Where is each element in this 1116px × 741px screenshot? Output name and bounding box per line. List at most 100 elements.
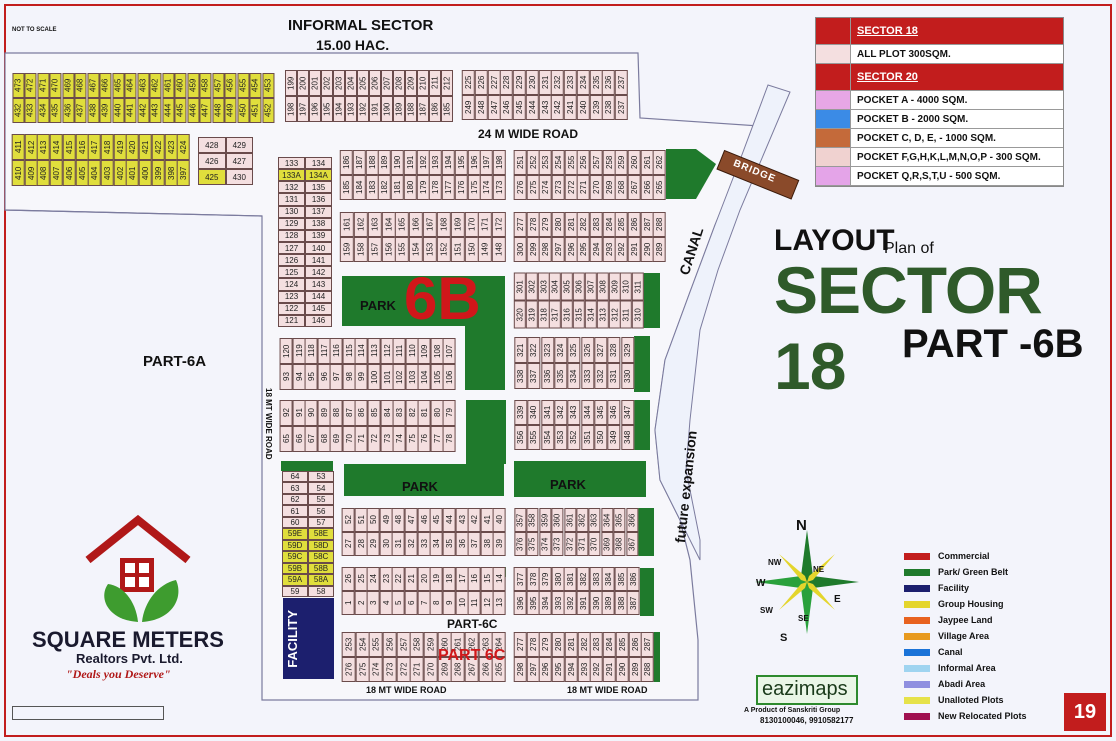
- plot-365: 365: [613, 508, 626, 532]
- plot-139: 139: [305, 229, 332, 242]
- plot-65: 65: [280, 426, 293, 452]
- plot-124: 124: [278, 278, 305, 291]
- plot-305: 305: [561, 273, 574, 301]
- plot-101: 101: [380, 364, 394, 390]
- plot-246: 246: [500, 95, 514, 120]
- plot-398: 398: [164, 160, 178, 186]
- sector-legend-row: SECTOR 20: [816, 64, 1063, 91]
- plot-45: 45: [430, 508, 443, 532]
- plot-259: 259: [615, 150, 628, 175]
- plot-93: 93: [280, 364, 293, 390]
- plot-199: 199: [285, 70, 297, 96]
- plot-69: 69: [330, 426, 343, 452]
- plot-173: 173: [493, 175, 506, 200]
- green-belt-e4: [638, 508, 654, 556]
- compass-w: W: [756, 578, 766, 589]
- plot-140: 140: [305, 242, 332, 255]
- plot-243: 243: [538, 95, 552, 120]
- brand-name: SQUARE METERS: [32, 627, 224, 652]
- plot-288: 288: [653, 212, 666, 237]
- plot-25: 25: [354, 567, 368, 591]
- plot-270: 270: [424, 657, 438, 682]
- plot-440: 440: [111, 98, 125, 123]
- plot-450: 450: [236, 98, 250, 123]
- plot-445: 445: [174, 98, 187, 123]
- sector-legend-row: POCKET Q,R,S,T,U - 500 SQM.: [816, 167, 1063, 186]
- plot-454: 454: [249, 73, 262, 98]
- plot-7: 7: [417, 591, 431, 615]
- plot-226: 226: [474, 70, 488, 95]
- plot-352: 352: [567, 425, 581, 450]
- page-number: 19: [1064, 693, 1106, 731]
- plot-386: 386: [627, 567, 640, 591]
- plot-163: 163: [367, 212, 382, 237]
- road-18m-vertical-label: 18 MT WIDE ROAD: [264, 388, 273, 460]
- plot-322: 322: [527, 337, 541, 363]
- plot-113: 113: [368, 338, 381, 364]
- plot-52: 52: [342, 508, 355, 532]
- plot-32: 32: [405, 532, 418, 556]
- plot-64: 64: [282, 471, 308, 483]
- plot-201: 201: [309, 70, 321, 96]
- plot-78: 78: [443, 426, 456, 452]
- compass-ne: NE: [813, 565, 825, 574]
- plot-11: 11: [468, 591, 481, 615]
- plot-88: 88: [330, 400, 343, 426]
- plot-423: 423: [164, 134, 178, 160]
- key-swatch: [904, 600, 930, 608]
- plot-58E: 58E: [308, 528, 334, 540]
- plot-266: 266: [640, 175, 654, 200]
- plot-315: 315: [573, 300, 585, 328]
- plot-136: 136: [305, 193, 332, 206]
- plot-468: 468: [74, 73, 87, 98]
- plot-282: 282: [577, 632, 591, 657]
- brand-sub: Realtors Pvt. Ltd.: [76, 651, 183, 666]
- plot-135: 135: [305, 181, 332, 194]
- plot-355: 355: [527, 425, 541, 450]
- plot-422: 422: [151, 134, 165, 160]
- plot-295: 295: [552, 657, 565, 682]
- key-item: Informal Area: [904, 660, 1027, 676]
- plot-57: 57: [308, 516, 334, 529]
- legend-text: POCKET B - 2000 SQM.: [857, 113, 969, 125]
- plot-403: 403: [101, 160, 114, 186]
- plot-271: 271: [410, 657, 424, 682]
- plot-453: 453: [261, 73, 274, 98]
- plot-206: 206: [369, 70, 381, 96]
- legend-text: SECTOR 18: [857, 25, 918, 37]
- plot-308: 308: [596, 273, 609, 301]
- plot-391: 391: [577, 591, 590, 615]
- plot-188: 188: [365, 150, 379, 175]
- plot-384: 384: [602, 567, 615, 591]
- plot-337: 337: [527, 363, 541, 389]
- compass-n: N: [796, 517, 807, 534]
- plot-290: 290: [615, 657, 629, 682]
- plot-91: 91: [292, 400, 306, 426]
- plot-296: 296: [539, 657, 553, 682]
- plot-283: 283: [590, 212, 603, 237]
- plot-251: 251: [514, 150, 527, 175]
- key-label: Facility: [938, 583, 970, 593]
- plot-169: 169: [450, 212, 465, 237]
- plot-230: 230: [525, 70, 539, 95]
- plot-341: 341: [540, 400, 554, 425]
- plot-254: 254: [355, 632, 370, 657]
- plot-198: 198: [493, 150, 506, 175]
- plot-277: 277: [514, 212, 527, 237]
- part-6a-label: PART-6A: [143, 353, 207, 370]
- plot-473: 473: [12, 73, 25, 98]
- plot-378: 378: [526, 567, 540, 591]
- plot-390: 390: [589, 591, 603, 615]
- plot-82: 82: [405, 400, 419, 426]
- plot-5: 5: [392, 591, 406, 615]
- plot-273: 273: [552, 175, 565, 200]
- key-label: Informal Area: [938, 663, 996, 673]
- plot-15: 15: [480, 567, 494, 591]
- facility-label: FACILITY: [285, 610, 300, 668]
- plot-24: 24: [367, 567, 380, 591]
- plot-292: 292: [615, 237, 628, 262]
- plot-22: 22: [392, 567, 406, 591]
- plot-430: 430: [225, 169, 253, 185]
- green-belt-6b: [465, 276, 505, 390]
